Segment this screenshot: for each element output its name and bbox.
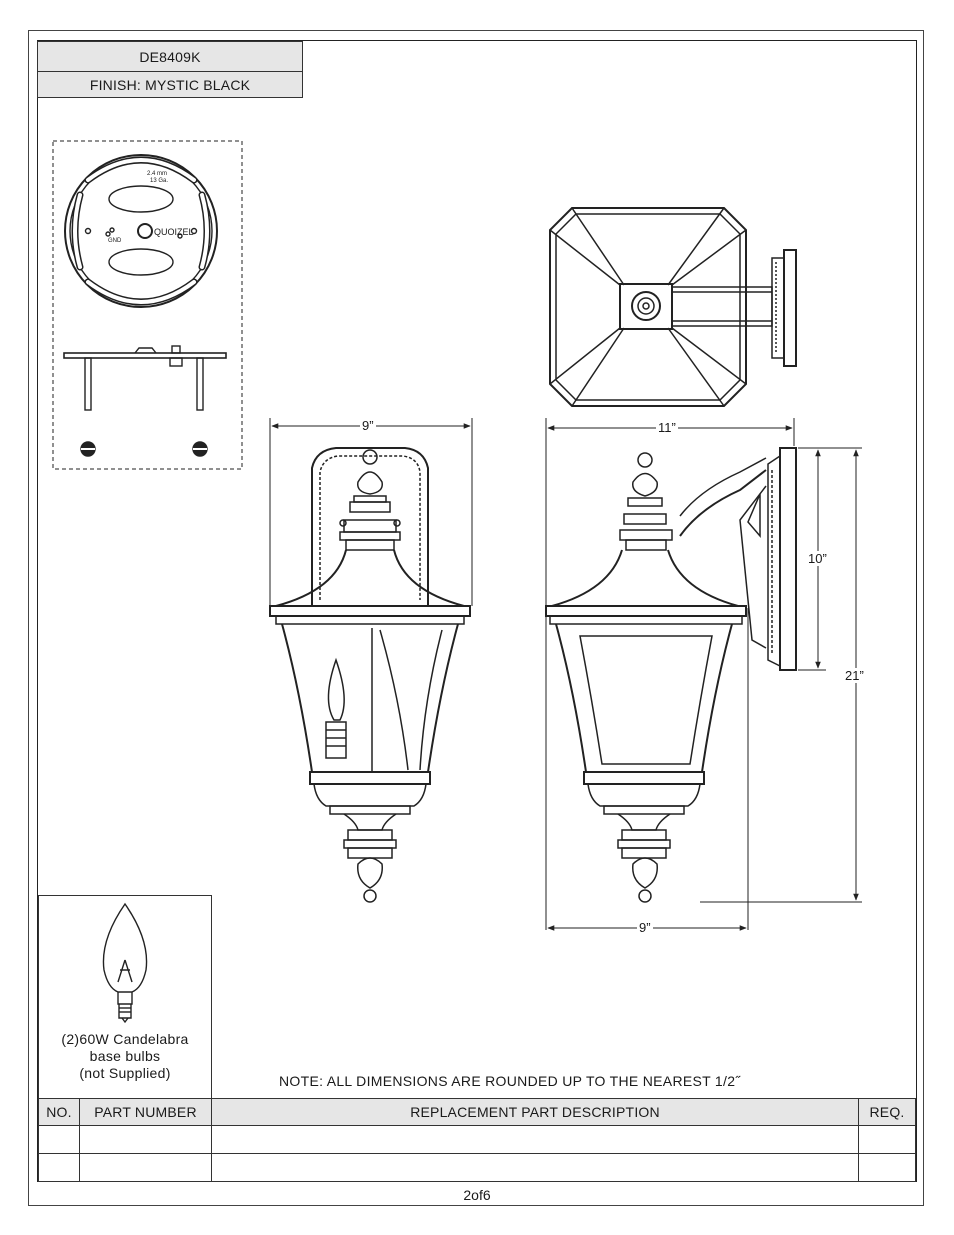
dimension-bottom-width: 9” bbox=[637, 920, 653, 935]
bulb-caption-line2: base bulbs bbox=[89, 1048, 161, 1064]
plate-spec-2: 13 Ga. bbox=[150, 178, 169, 184]
finish-cell: FINISH: MYSTIC BLACK bbox=[37, 71, 303, 98]
candelabra-bulb-detail bbox=[102, 902, 148, 1024]
bulb-caption-line1: (2)60W Candelabra bbox=[61, 1031, 189, 1047]
plate-spec-1: 2.4 mm bbox=[147, 171, 168, 177]
bulb-caption: (2)60W Candelabra base bulbs (not Suppli… bbox=[38, 1031, 212, 1082]
bulb-caption-line3: (not Supplied) bbox=[79, 1065, 171, 1081]
dimension-side-depth: 11” bbox=[656, 420, 678, 435]
table-header-req: REQ. bbox=[858, 1098, 916, 1126]
side-view bbox=[545, 447, 797, 903]
dimension-backplate-height: 10” bbox=[806, 551, 829, 566]
dimensions-note: NOTE: ALL DIMENSIONS ARE ROUNDED UP TO T… bbox=[279, 1073, 741, 1089]
page-number: 2of6 bbox=[463, 1187, 491, 1203]
table-row-2-description bbox=[211, 1153, 859, 1182]
table-header-description: REPLACEMENT PART DESCRIPTION bbox=[211, 1098, 859, 1126]
page-outer-border bbox=[28, 30, 924, 1206]
top-view bbox=[549, 207, 797, 407]
table-header-part-number: PART NUMBER bbox=[79, 1098, 212, 1126]
table-header-no: NO. bbox=[38, 1098, 80, 1126]
dimension-front-width: 9” bbox=[360, 418, 376, 433]
mounting-hardware-detail bbox=[52, 140, 243, 470]
table-row-2-part-number bbox=[79, 1153, 212, 1182]
table-row-1-part-number bbox=[79, 1125, 212, 1154]
plate-ground-label: GND bbox=[108, 238, 122, 244]
table-row-2-no bbox=[38, 1153, 80, 1182]
front-view bbox=[269, 447, 471, 903]
table-row-1-req bbox=[858, 1125, 916, 1154]
table-row-2-req bbox=[858, 1153, 916, 1182]
model-number-cell: DE8409K bbox=[37, 41, 303, 72]
finish-label: FINISH: MYSTIC BLACK bbox=[89, 76, 251, 93]
table-row-1-no bbox=[38, 1125, 80, 1154]
model-number: DE8409K bbox=[139, 48, 201, 65]
plate-brand: QUOIZEL bbox=[154, 227, 194, 237]
dimension-lines bbox=[269, 418, 862, 931]
table-row-1-description bbox=[211, 1125, 859, 1154]
dimension-overall-height: 21” bbox=[843, 668, 866, 683]
